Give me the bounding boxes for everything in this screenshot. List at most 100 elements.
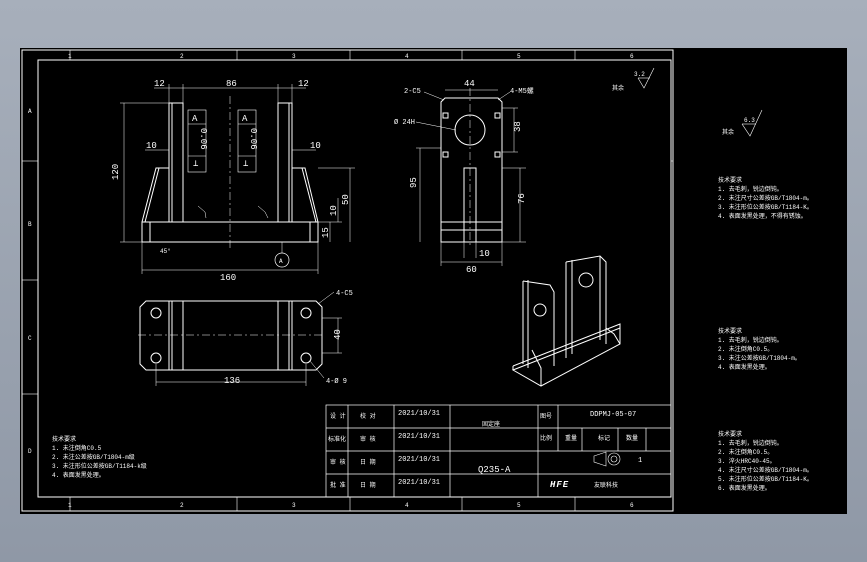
- tb-label-approve: 批 准: [330, 481, 346, 489]
- dim-front-right-w: 10: [310, 141, 321, 151]
- note-line: 技术要求: [718, 176, 742, 184]
- dim-front-angle: 45°: [160, 248, 171, 255]
- top-view-dimensions: 4-C5 40 136 4-Ø 9: [224, 290, 353, 386]
- col-label: 5: [517, 502, 521, 509]
- tb-date: 2021/10/31: [398, 410, 440, 418]
- notes-right-mid: 技术要求 1. 去毛刺，锐边倒钝。 2. 未注倒角C0.5。 3. 未注公差按G…: [718, 327, 801, 371]
- dim-front-h50: 50: [341, 194, 351, 205]
- dim-front-top-right: 12: [298, 79, 309, 89]
- tb-head-scale: 比例: [540, 434, 552, 442]
- datum-label: A: [279, 258, 283, 265]
- tb-mid-review: 审 核: [360, 435, 376, 443]
- tb-label-standard: 标准化: [328, 435, 346, 443]
- col-label: 2: [180, 53, 184, 60]
- tb-date: 2021/10/31: [398, 456, 440, 464]
- dim-side-holes: 4-M5螺: [510, 86, 534, 96]
- side-view-dimensions: 2-C5 44 4-M5螺 Ø 24H 38 95 76 10 60: [394, 79, 534, 275]
- note-line: 3. 未注形位公差按GB/T1184-K。: [718, 203, 813, 211]
- row-label: A: [28, 108, 32, 115]
- tol-2-value: 0.06: [248, 128, 258, 150]
- tol-1-symbol: ⊥: [193, 159, 199, 169]
- note-line: 6. 表面发黑处理。: [718, 484, 771, 492]
- tb-date: 2021/10/31: [398, 433, 440, 441]
- tol-1-value: 0.06: [198, 128, 208, 150]
- notes-bottom-left: 技术要求 1. 未注倒角C0.5 2. 未注公差按GB/T1804-m级 3. …: [52, 435, 147, 479]
- roughness-right-value: 6.3: [744, 117, 755, 124]
- tb-date: 2021/10/31: [398, 479, 440, 487]
- roughness-right-label: 其余: [722, 128, 734, 136]
- note-line: 技术要求: [52, 435, 76, 443]
- cad-drawing-canvas[interactable]: 1 2 3 4 5 6 1 2 3 4 5 6 A B C D: [20, 48, 847, 514]
- tb-head-mark: 标记: [598, 434, 610, 442]
- note-line: 2. 未注尺寸公差按GB/T1804-m。: [718, 194, 813, 202]
- tb-head-drawing-no: 图号: [540, 413, 552, 420]
- note-line: 5. 未注形位公差按GB/T1184-K。: [718, 475, 813, 483]
- isometric-view: [511, 255, 621, 387]
- front-view-dimensions: 12 86 12 120 10 10 50 10 15 160 45° A 0.…: [111, 79, 351, 283]
- notes-right-bottom: 技术要求 1. 去毛刺，锐边倒钝。 2. 未注倒角C0.5。 3. 淬火HRC4…: [718, 430, 813, 492]
- zone-labels: 1 2 3 4 5 6 1 2 3 4 5 6 A B C D: [22, 50, 673, 511]
- tb-scale: 1: [638, 457, 642, 465]
- tb-material: Q235-A: [478, 465, 511, 475]
- dim-top-holes: 4-Ø 9: [326, 377, 347, 386]
- note-line: 4. 表面发黑处理。: [718, 363, 771, 371]
- drawing-sheet: 1 2 3 4 5 6 1 2 3 4 5 6 A B C D: [21, 49, 813, 512]
- dim-side-w60: 60: [466, 265, 477, 275]
- roughness-top: 3.2 其余: [612, 67, 655, 92]
- tb-company: 友联科技: [594, 481, 618, 489]
- dim-side-chamfer: 2-C5: [404, 88, 421, 96]
- dim-front-top-mid: 86: [226, 79, 237, 89]
- notes-right-top: 技术要求 1. 去毛刺，锐边倒钝。 2. 未注尺寸公差按GB/T1804-m。 …: [718, 176, 813, 220]
- inner-frame: [37, 59, 672, 498]
- roughness-top-value: 3.2: [634, 71, 645, 78]
- dim-front-left-w: 10: [146, 141, 157, 151]
- note-line: 1. 去毛刺，锐边倒钝。: [718, 439, 783, 447]
- note-line: 2. 未注倒角C0.5。: [718, 448, 773, 456]
- note-line: 4. 表面发黑处理。: [52, 471, 105, 479]
- title-block: [325, 404, 672, 498]
- col-label: 6: [630, 502, 634, 509]
- note-line: 2. 未注倒角C0.5。: [718, 345, 773, 353]
- note-line: 4. 表面发黑处理，不得有锈蚀。: [718, 212, 807, 220]
- tb-head-weight: 重量: [565, 434, 577, 442]
- col-label: 3: [292, 53, 296, 60]
- title-block-text: 设 计 标准化 审 核 批 准 校 对 审 核 日 期 日 期 2021/10/…: [328, 410, 642, 490]
- note-line: 技术要求: [718, 430, 742, 438]
- front-view: [120, 84, 355, 274]
- dim-front-width: 160: [220, 273, 236, 283]
- note-line: 3. 未注公差按GB/T1804-m。: [718, 354, 801, 362]
- dim-front-top-left: 12: [154, 79, 165, 89]
- dim-side-width44: 44: [464, 79, 475, 89]
- roughness-top-label: 其余: [612, 84, 624, 92]
- projection-symbol-icon: [593, 451, 621, 467]
- note-line: 2. 未注公差按GB/T1804-m级: [52, 453, 135, 461]
- dim-side-h95: 95: [409, 177, 419, 188]
- tb-drawing-no: DDPMJ-05-07: [590, 411, 636, 419]
- tol-2-datum: A: [242, 114, 248, 124]
- dim-top-h40: 40: [333, 329, 343, 340]
- dim-top-chamfer: 4-C5: [336, 290, 353, 298]
- roughness-right: 6.3 其余: [722, 109, 763, 137]
- col-label: 1: [68, 53, 72, 60]
- note-line: 4. 未注尺寸公差按GB/T1804-m。: [718, 466, 813, 474]
- dim-side-dia: Ø 24H: [394, 118, 415, 127]
- dim-front-height: 120: [111, 164, 121, 180]
- note-line: 技术要求: [718, 327, 742, 335]
- row-label: C: [28, 335, 32, 342]
- company-logo: HFE: [550, 480, 569, 490]
- col-label: 4: [405, 53, 409, 60]
- col-label: 1: [68, 502, 72, 509]
- outer-frame: [21, 49, 674, 512]
- col-label: 6: [630, 53, 634, 60]
- tb-head-qty: 数量: [626, 434, 638, 442]
- col-label: 2: [180, 502, 184, 509]
- dim-side-w10: 10: [479, 249, 490, 259]
- tol-1-datum: A: [192, 114, 198, 124]
- tol-2-symbol: ⊥: [243, 159, 249, 169]
- tb-label-review: 审 核: [330, 458, 346, 466]
- col-label: 3: [292, 502, 296, 509]
- tb-mid-date: 日 期: [360, 481, 376, 489]
- row-label: B: [28, 221, 32, 228]
- dim-front-h15: 15: [321, 227, 331, 238]
- dim-side-h38: 38: [513, 121, 523, 132]
